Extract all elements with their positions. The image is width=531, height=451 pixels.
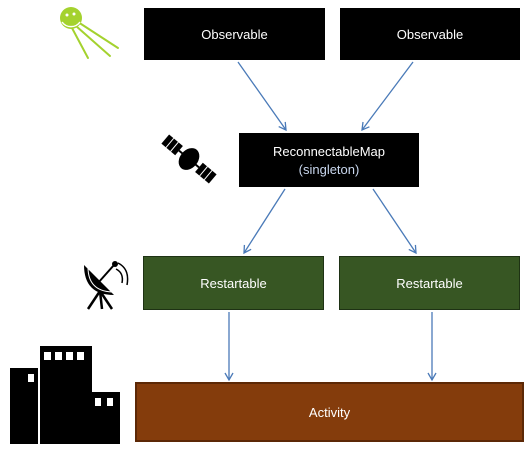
observable-right-label: Observable <box>396 26 464 42</box>
sputnik-icon <box>60 7 119 59</box>
observable-left-box: Observable <box>144 8 325 60</box>
satellite-dish-icon <box>84 261 129 310</box>
restartable-left-box: Restartable <box>143 256 324 310</box>
restartable-right-label: Restartable <box>396 275 463 291</box>
activity-label: Activity <box>308 404 351 420</box>
arrow-map-to-rst-right <box>372 188 417 255</box>
observable-left-label: Observable <box>201 26 268 42</box>
activity-box: Activity <box>135 382 524 442</box>
restartable-right-box: Restartable <box>339 256 520 310</box>
satellite-icon <box>161 134 217 184</box>
restartable-left-label: Restartable <box>200 275 267 291</box>
buildings-icon <box>10 346 120 444</box>
observable-right-box: Observable <box>340 8 520 60</box>
reconnectable-map-box: ReconnectableMap (singleton) <box>239 133 419 187</box>
reconnectable-map-label: ReconnectableMap <box>272 143 386 159</box>
arrow-obs-left-to-map <box>237 61 287 132</box>
arrow-obs-right-to-map <box>361 61 414 132</box>
arrow-map-to-rst-left <box>243 188 286 255</box>
reconnectable-map-note: (singleton) <box>298 161 360 177</box>
